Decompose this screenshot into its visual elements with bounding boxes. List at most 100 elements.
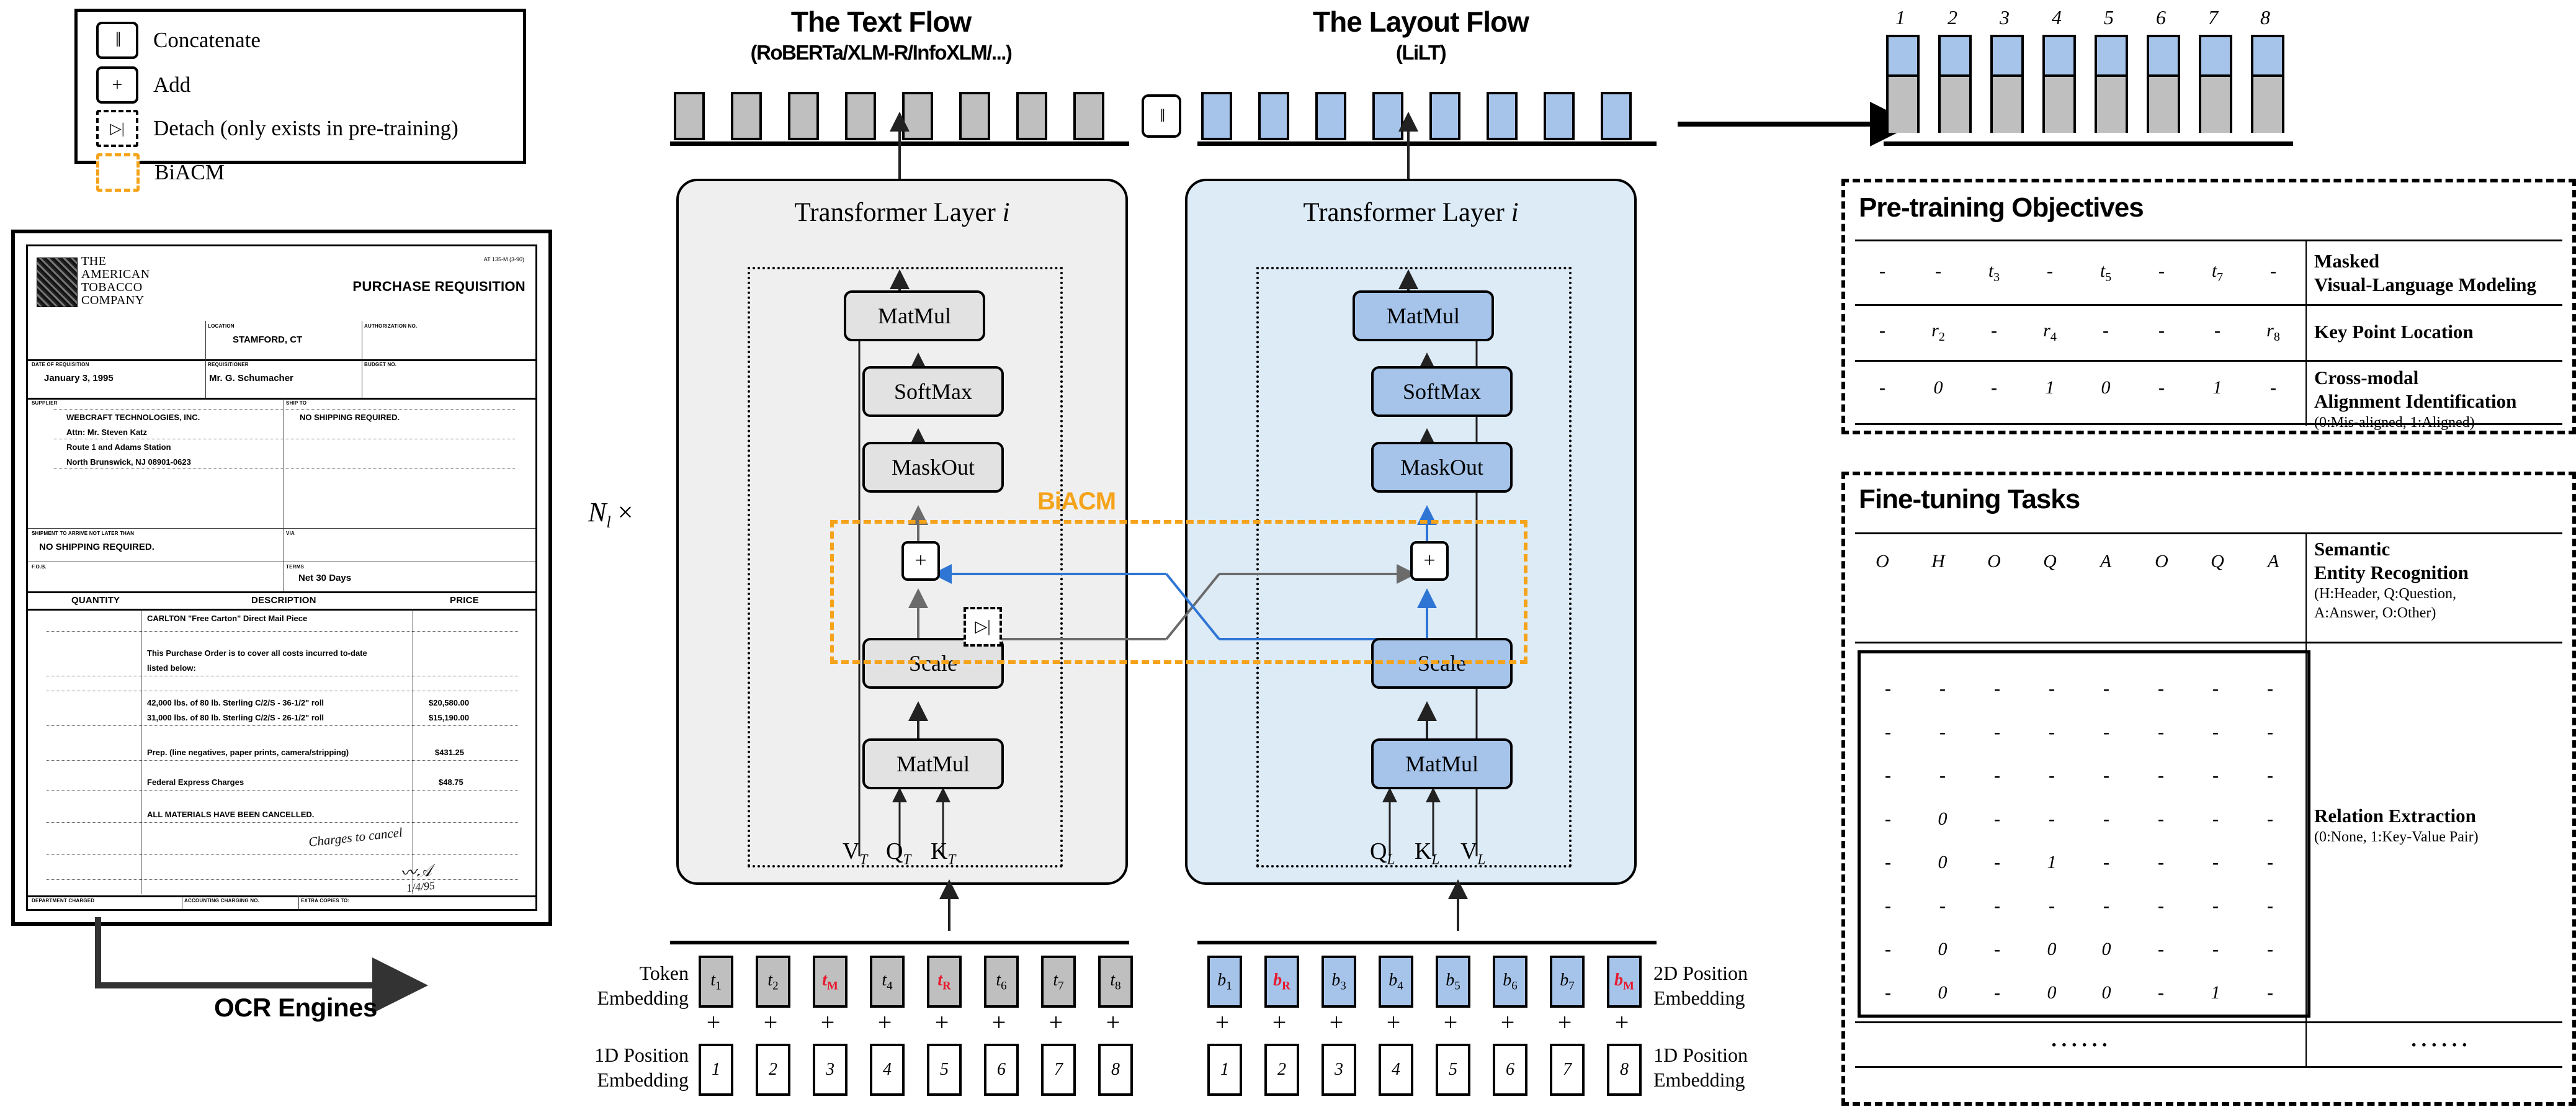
output-underbar: [1884, 141, 2293, 146]
text-position-7: 7: [1041, 1044, 1076, 1096]
text-position-1: 1: [699, 1044, 733, 1096]
text-token-strip: [674, 92, 1170, 148]
footer-label-acct: ACCOUNTING CHARGING NO.: [184, 898, 260, 903]
re-cell-r1-c6: -: [2158, 678, 2164, 699]
layout-plus-5: +: [1443, 1008, 1458, 1036]
re-cell-r7-c5: 0: [2101, 939, 2111, 959]
detach-node: ▷|: [964, 607, 1002, 647]
text-embedding-3: tM: [813, 956, 847, 1008]
detach-glyph: ▷|: [110, 120, 125, 137]
output-bar-blue-4: [2045, 37, 2073, 77]
finetuning-title: Fine-tuning Tasks: [1859, 484, 2080, 514]
field-label-requisitioner: REQUISITIONER: [208, 362, 249, 367]
re-cell-r6-c4: -: [2049, 895, 2055, 916]
legend-label-biacm: BiACM: [154, 160, 225, 184]
re-cell-r3-c5: -: [2103, 765, 2109, 786]
layer-repeat-label: Nl ×: [588, 497, 633, 531]
ser-cell-7: Q: [2211, 551, 2224, 571]
layout-op-matmul-top: MatMul: [1353, 290, 1494, 341]
re-cell-r1-c2: -: [1939, 678, 1946, 699]
field-label-terms: TERMS: [286, 564, 304, 570]
re-cell-r2-c5: -: [2103, 722, 2109, 742]
ser-note2: A:Answer, O:Other): [2314, 605, 2436, 621]
field-label-fob: F.O.B.: [32, 564, 47, 570]
table-row-desc-5: Prep. (line negatives, paper prints, cam…: [147, 748, 349, 757]
pretraining-label-mvlm: Masked Visual-Language Modeling: [2314, 249, 2536, 297]
re-cell-r4-c3: -: [1994, 809, 2000, 829]
text-plus-5: +: [934, 1008, 949, 1036]
re-cell-r7-c7: -: [2212, 939, 2219, 959]
ser-line2: Entity Recognition: [2314, 562, 2469, 583]
field-label-shipment: SHIPMENT TO ARRIVE NOT LATER THAN: [32, 531, 135, 536]
handwritten-date: 1/4/95: [406, 879, 436, 895]
kpl-cell-4: r4: [2043, 320, 2057, 344]
table-header-price: PRICE: [450, 595, 479, 606]
text-plus-3: +: [820, 1008, 835, 1036]
footer-value-extra: D. Garcia: [308, 908, 344, 909]
document-title: PURCHASE REQUISITION: [352, 279, 525, 294]
legend-item-biacm: BiACM: [96, 153, 225, 192]
re-line1: Relation Extraction: [2314, 805, 2476, 827]
layout-flow-underbar: [1197, 141, 1657, 146]
re-cell-r4-c7: -: [2212, 809, 2219, 829]
layout-token-2: [1258, 92, 1289, 140]
re-cell-r2-c3: -: [1994, 722, 2000, 742]
output-bar-blue-2: [1941, 37, 1969, 77]
supplier-line-1: WEBCRAFT TECHNOLOGIES, INC.: [66, 413, 200, 422]
text-op-matmul-bottom: MatMul: [862, 738, 1004, 789]
field-label-via: VIA: [286, 531, 295, 536]
layout-input-q: QL: [1370, 838, 1395, 867]
re-cell-r2-c4: -: [2049, 722, 2055, 742]
footer-value-dept: Brand Operations: [42, 908, 110, 909]
layout-embedding-3: b3: [1322, 956, 1356, 1008]
cmai-cell-4: 1: [2045, 377, 2055, 398]
ser-cell-8: A: [2267, 551, 2279, 571]
re-cell-r7-c1: -: [1885, 939, 1891, 959]
text-embedding-1: t1: [699, 956, 733, 1008]
mvlm-cell-3: t3: [1988, 261, 2000, 284]
text-embedding-underbar: [670, 941, 1129, 944]
re-cell-r2-c7: -: [2212, 722, 2219, 742]
text-position-5: 5: [927, 1044, 962, 1096]
field-value-date: January 3, 1995: [44, 373, 114, 383]
legend-label-concatenate: Concatenate: [153, 28, 261, 52]
relation-matrix-box: -------------------------0-------0-1----…: [1858, 650, 2310, 1018]
kpl-cell-6: -: [2158, 320, 2165, 341]
output-bar-gray-8: [2253, 77, 2282, 133]
layout-position-1: 1: [1207, 1044, 1242, 1096]
layout-embedding-1: b1: [1207, 956, 1242, 1008]
form-code: AT 135-M (3-90): [483, 256, 524, 262]
ser-cell-6: O: [2155, 551, 2168, 571]
re-cell-r6-c2: -: [1939, 895, 1946, 916]
layout-flow-subtitle: (LiLT): [1395, 41, 1447, 64]
cmai-line1: Cross-modal: [2314, 367, 2419, 388]
re-cell-r8-c7: 1: [2211, 982, 2220, 1003]
layout-attention-dotbox: [1256, 267, 1572, 867]
field-value-terms: Net 30 Days: [298, 573, 352, 583]
cmai-cell-2: 0: [1933, 377, 1943, 398]
text-op-softmax: SoftMax: [862, 366, 1004, 417]
re-note: (0:None, 1:Key-Value Pair): [2314, 829, 2479, 845]
re-cell-r7-c4: 0: [2047, 939, 2057, 959]
re-cell-r5-c8: -: [2267, 852, 2273, 872]
layout-plus-8: +: [1614, 1008, 1629, 1036]
re-cell-r7-c2: 0: [1938, 939, 1948, 959]
output-bar-1: [1886, 35, 1920, 133]
table-row-desc-1: This Purchase Order is to cover all cost…: [147, 648, 367, 658]
text-position-6: 6: [984, 1044, 1019, 1096]
text-input-k: KT: [931, 838, 956, 867]
layout-plus-4: +: [1386, 1008, 1401, 1036]
ser-cell-4: Q: [2043, 551, 2057, 571]
mvlm-cell-4: -: [2047, 261, 2053, 281]
relation-matrix-cells: -------------------------0-------0-1----…: [1861, 653, 2307, 1015]
layout-token-5: [1429, 92, 1460, 140]
pretraining-title: Pre-training Objectives: [1859, 192, 2144, 223]
re-cell-r5-c6: -: [2158, 852, 2164, 872]
output-bar-gray-6: [2149, 77, 2178, 133]
text-flow-title-main: The Text Flow: [790, 6, 972, 38]
handwritten-note: Charges to cancel: [308, 825, 403, 849]
layout-token-3: [1315, 92, 1346, 140]
text-plus-7: +: [1049, 1008, 1063, 1036]
